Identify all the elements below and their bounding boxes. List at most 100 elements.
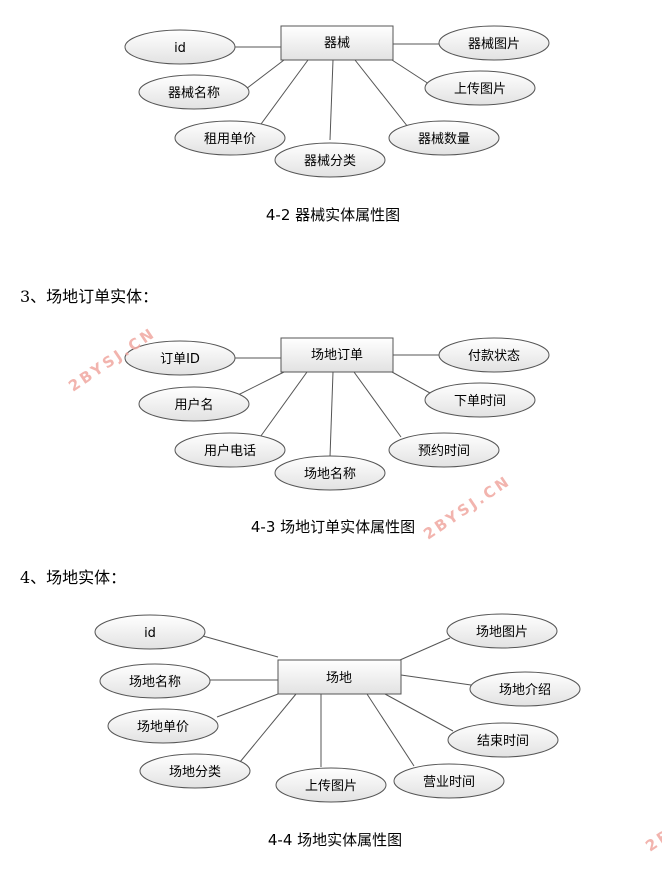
- diagram-venue: 场地 id 场地名称 场地单价 场地分类 上传图片 营业时间 结束时间: [94, 613, 581, 849]
- attribute-user-phone: 用户电话: [174, 432, 286, 468]
- attribute-label: 租用单价: [204, 132, 256, 147]
- connector: [400, 674, 472, 686]
- attribute-ellipse: [274, 142, 386, 178]
- attribute-label: 场地图片: [476, 625, 528, 640]
- attribute-label: 订单ID: [160, 352, 200, 367]
- connector: [257, 371, 308, 441]
- attribute-label: 场地名称: [304, 466, 356, 482]
- attribute-venue-name: 场地名称: [274, 455, 386, 491]
- attribute-ellipse: [393, 763, 505, 799]
- section-heading: 3、场地订单实体：: [20, 287, 158, 306]
- attribute-label: 上传图片: [454, 82, 506, 97]
- attribute-label: 结束时间: [477, 734, 529, 749]
- attribute-ellipse: [94, 614, 206, 650]
- attribute-label: 用户电话: [204, 443, 256, 459]
- connector: [384, 693, 454, 732]
- entity-rect: [280, 337, 394, 373]
- watermark: 2BYSJ.CN: [420, 472, 514, 544]
- attribute-label: 付款状态: [468, 349, 520, 364]
- attribute-label: 下单时间: [454, 394, 506, 409]
- attribute-booking-time: 预约时间: [388, 432, 500, 468]
- attribute-id: id: [94, 614, 206, 650]
- attribute-payment-status: 付款状态: [438, 337, 550, 373]
- attribute-rental-price: 租用单价: [174, 120, 286, 156]
- attribute-label: 器械名称: [168, 85, 220, 101]
- connector: [391, 59, 433, 87]
- connector: [329, 59, 334, 141]
- connector-lines: [235, 43, 439, 141]
- attribute-label: 场地分类: [169, 765, 221, 780]
- attribute-ellipse: [174, 120, 286, 156]
- attribute-upload-image: 上传图片: [424, 70, 536, 106]
- entity-label: 场地订单: [311, 348, 363, 363]
- attribute-ellipse: [138, 386, 250, 422]
- attribute-label: id: [144, 626, 156, 641]
- attribute-label: 器械数量: [418, 132, 470, 147]
- attribute-ellipse: [138, 74, 250, 110]
- attribute-order-id: 订单ID: [124, 340, 236, 376]
- attribute-closing-time: 结束时间: [447, 722, 559, 758]
- connector: [252, 59, 309, 136]
- connector: [239, 693, 297, 763]
- connector: [231, 371, 285, 399]
- connector-lines: [202, 635, 472, 767]
- attribute-venue-intro: 场地介绍: [469, 671, 581, 707]
- entity-label: 场地: [326, 671, 352, 686]
- section-heading: 4、场地实体：: [20, 568, 126, 587]
- attribute-label: 上传图片: [305, 779, 357, 794]
- attribute-equipment-category: 器械分类: [274, 142, 386, 178]
- connector: [366, 693, 415, 767]
- attribute-ellipse: [124, 340, 236, 376]
- attribute-label: 器械分类: [304, 154, 356, 169]
- attribute-label: 场地名称: [129, 674, 181, 690]
- attribute-ellipse: [174, 432, 286, 468]
- attribute-label: id: [174, 41, 186, 56]
- attribute-order-time: 下单时间: [424, 382, 536, 418]
- attribute-label: 场地介绍: [499, 683, 551, 698]
- attribute-ellipse: [447, 722, 559, 758]
- attribute-ellipse: [388, 432, 500, 468]
- attribute-ellipse: [107, 708, 219, 744]
- connector: [241, 59, 285, 93]
- attribute-ellipse: [438, 25, 550, 61]
- attribute-ellipse: [446, 613, 558, 649]
- attribute-label: 场地单价: [137, 720, 189, 735]
- attribute-id: id: [124, 29, 236, 65]
- attribute-upload-image: 上传图片: [275, 767, 387, 803]
- connector: [391, 371, 431, 394]
- attribute-venue-image: 场地图片: [446, 613, 558, 649]
- attribute-ellipse: [388, 120, 500, 156]
- attribute-ellipse: [469, 671, 581, 707]
- attribute-label: 营业时间: [423, 775, 475, 790]
- entity-box: 场地: [277, 659, 402, 695]
- entity-box: 器械: [280, 25, 394, 61]
- connector: [329, 371, 334, 458]
- entity-label: 器械: [324, 36, 350, 51]
- entity-rect: [277, 659, 402, 695]
- attribute-ellipse: [438, 337, 550, 373]
- attribute-equipment-quantity: 器械数量: [388, 120, 500, 156]
- attribute-equipment-name: 器械名称: [138, 74, 250, 110]
- attribute-venue-price: 场地单价: [107, 708, 219, 744]
- connector: [202, 635, 279, 658]
- figure-caption: 4-4 场地实体属性图: [268, 831, 402, 849]
- attribute-label: 预约时间: [418, 444, 470, 459]
- connector: [399, 637, 451, 661]
- entity-rect: [280, 25, 394, 61]
- attribute-label: 用户名: [174, 397, 213, 413]
- attribute-ellipse: [424, 382, 536, 418]
- connector: [354, 59, 409, 128]
- attribute-ellipse: [139, 753, 251, 789]
- connector-lines: [231, 354, 439, 458]
- attribute-label: 器械图片: [468, 37, 520, 52]
- attribute-opening-hours: 营业时间: [393, 763, 505, 799]
- diagram-equipment: 器械 id 器械名称 租用单价 器械分类 器械数量 上传图片 器械图片: [124, 25, 550, 224]
- connector: [216, 693, 279, 718]
- attribute-username: 用户名: [138, 386, 250, 422]
- attribute-venue-name: 场地名称: [99, 663, 211, 699]
- attribute-ellipse: [424, 70, 536, 106]
- attribute-ellipse: [275, 767, 387, 803]
- attribute-ellipse: [124, 29, 236, 65]
- connector: [353, 371, 402, 438]
